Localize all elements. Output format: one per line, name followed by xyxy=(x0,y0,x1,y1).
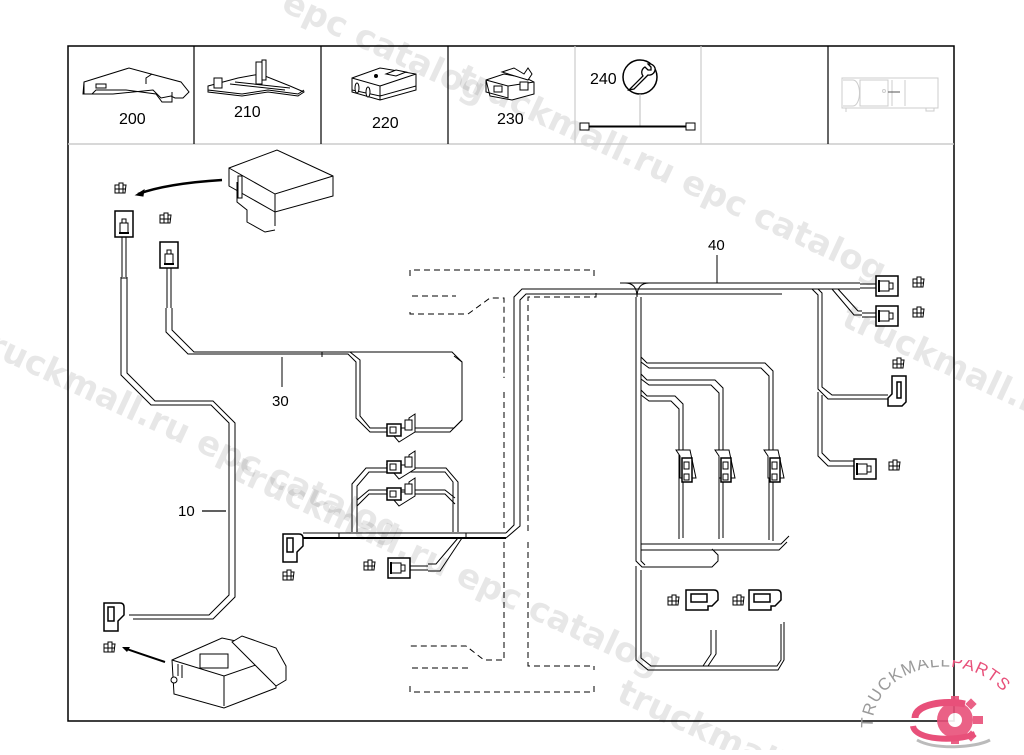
header-cell-label: 210 xyxy=(234,104,261,121)
connector-clip-icon xyxy=(159,212,172,224)
connector-clip-icon xyxy=(912,306,925,318)
header-cell-thumbnail[interactable] xyxy=(841,77,939,112)
connector-clip-icon xyxy=(892,357,905,369)
connector-clip-icon xyxy=(912,276,925,288)
connector-clip-icon xyxy=(103,641,116,653)
header-cell-230[interactable]: 230 xyxy=(485,67,535,128)
connector-housing-cover-icon xyxy=(82,67,190,103)
watermark-text: truckmall.ru epc catalog xyxy=(226,450,667,684)
inline-connector[interactable] xyxy=(386,413,416,443)
connector-carrier-plate-icon xyxy=(207,59,306,97)
header-cell-200[interactable]: 200 xyxy=(82,67,190,128)
inline-connector[interactable] xyxy=(763,449,785,483)
header-cell-label: 240 xyxy=(590,71,617,88)
connector-clip-icon xyxy=(114,182,127,194)
connector-plug-10a[interactable] xyxy=(114,210,134,238)
elbow-connector-10b[interactable] xyxy=(103,602,125,632)
radio-unit-thumbnail-icon xyxy=(841,77,939,112)
connector-plug[interactable] xyxy=(387,557,411,579)
header-cell-dividers xyxy=(193,46,829,144)
connector-plug[interactable] xyxy=(875,305,899,327)
truckmallparts-logo: TRUCKMALLPARTS xyxy=(855,652,1024,750)
dashed-optional-routes xyxy=(409,269,597,693)
arrow-icon xyxy=(123,647,166,663)
wrench-icon xyxy=(622,59,658,95)
connector-clip-icon xyxy=(667,594,680,606)
swoosh-icon xyxy=(910,699,991,749)
inline-connector[interactable] xyxy=(386,477,416,507)
callout-40[interactable]: 40 xyxy=(708,237,725,283)
inline-connector[interactable] xyxy=(714,449,736,483)
header-cell-label: 220 xyxy=(372,115,399,132)
connector-plug-icon xyxy=(351,67,417,101)
elbow-connector[interactable] xyxy=(887,375,907,407)
elbow-connector[interactable] xyxy=(282,533,304,563)
elbow-connector[interactable] xyxy=(685,589,719,611)
header-cell-240[interactable]: 240 xyxy=(579,59,696,131)
watermark-text: truckmall xyxy=(611,672,793,750)
connector-plug[interactable] xyxy=(875,275,899,297)
header-cell-label: 200 xyxy=(119,111,146,128)
control-unit-box[interactable] xyxy=(228,149,334,233)
brand-text: TRUCKMALLPARTS xyxy=(858,660,1015,728)
elbow-connector[interactable] xyxy=(748,589,782,611)
connector-clip-icon xyxy=(888,459,901,471)
callout-label: 40 xyxy=(708,237,725,254)
arrow-icon xyxy=(137,178,223,196)
header-cell-220[interactable]: 220 xyxy=(351,67,417,132)
brand-name-part1: TRUCKMALL xyxy=(858,660,951,728)
connector-clip-icon xyxy=(282,569,295,581)
switch-module[interactable] xyxy=(170,635,287,709)
inline-connector[interactable] xyxy=(386,450,416,480)
connector-plug-30a[interactable] xyxy=(159,241,179,269)
callout-30[interactable]: 30 xyxy=(272,357,289,410)
connector-clip-icon xyxy=(732,594,745,606)
connector-latch-icon xyxy=(485,67,535,101)
diagram-frame xyxy=(67,45,955,722)
callout-label: 10 xyxy=(178,503,195,520)
connector-plug[interactable] xyxy=(853,458,877,480)
brand-name-part2: PARTS xyxy=(950,660,1014,695)
header-cell-210[interactable]: 210 xyxy=(207,59,306,121)
harness-drawing: 10 30 xyxy=(103,149,925,709)
callout-10[interactable]: 10 xyxy=(178,503,226,520)
header-cell-label: 230 xyxy=(497,111,524,128)
connector-clip-icon xyxy=(363,559,376,571)
callout-label: 30 xyxy=(272,393,289,410)
repair-cable-icon xyxy=(579,122,696,131)
